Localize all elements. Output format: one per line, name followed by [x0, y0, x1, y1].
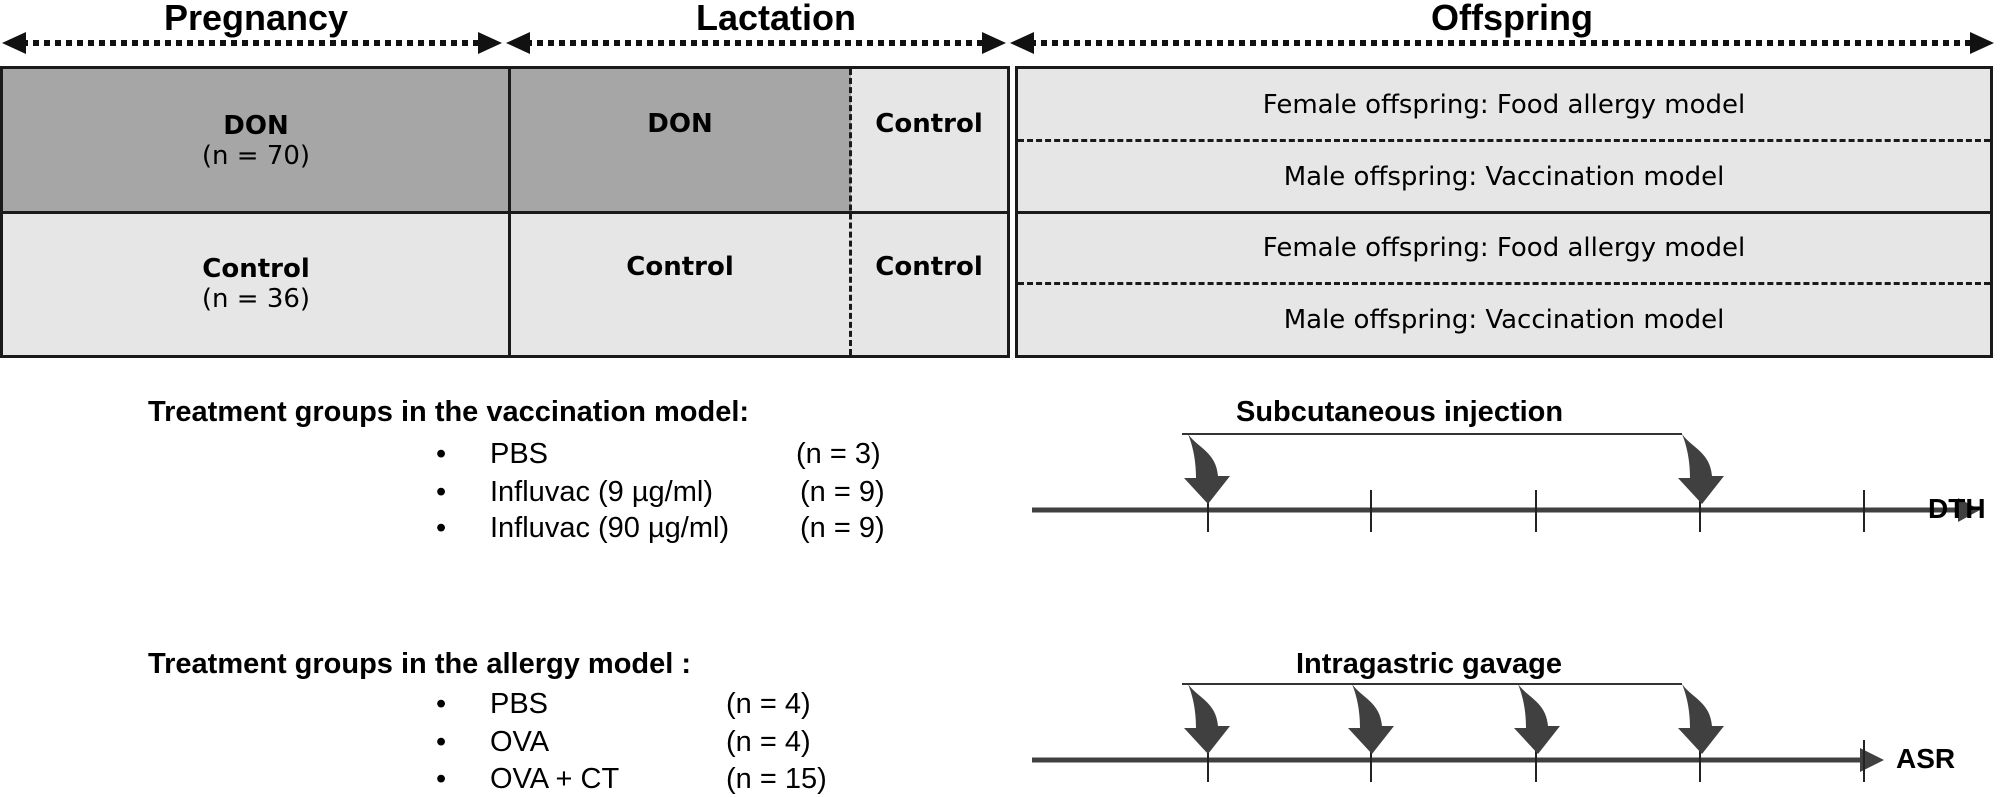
gavage-arrow	[1514, 684, 1560, 754]
allergy-timeline-label: Intragastric gavage	[1296, 648, 1562, 680]
vaccination-endpoint: DTH	[1928, 493, 1986, 524]
group-name: PBS	[490, 438, 549, 470]
allergy-group-row: • PBS (n = 4)	[436, 686, 856, 722]
pregnancy-title: Pregnancy	[163, 0, 349, 38]
gavage-arrow	[1184, 684, 1230, 754]
offspring-title: Offspring	[1431, 0, 1593, 38]
lactation-control-cell-1: Control	[851, 69, 1007, 212]
pregnancy-don-n: (n = 70)	[201, 140, 311, 171]
arrowhead-right-lactation	[982, 32, 1006, 54]
allergy-group-row: • OVA + CT (n = 15)	[436, 761, 856, 797]
lactation-don-cell: DON	[509, 69, 851, 212]
allergy-axis-arrowhead	[1860, 748, 1884, 772]
offspring-female-2: Female offspring: Food allergy model	[1262, 233, 1746, 263]
group-count: (n = 9)	[800, 512, 885, 544]
bullet: •	[436, 688, 447, 720]
group-name: PBS	[490, 688, 549, 720]
pregnancy-control-cell: Control (n = 36)	[3, 212, 509, 355]
exposure-table: DON (n = 70) DON Control Control (n = 36…	[0, 66, 1010, 358]
bullet: •	[436, 438, 447, 470]
group-count: (n = 9)	[800, 476, 885, 508]
pregnancy-control-n: (n = 36)	[201, 283, 311, 314]
bullet: •	[436, 726, 447, 758]
vaccination-group-row: • PBS (n = 3)	[436, 436, 906, 472]
offspring-male-2: Male offspring: Vaccination model	[1283, 304, 1725, 335]
allergy-model-title: Treatment groups in the allergy model :	[148, 648, 692, 680]
offspring-table: Female offspring: Food allergy model Mal…	[1015, 66, 1993, 358]
group-count: (n = 15)	[726, 763, 827, 795]
allergy-timeline	[1032, 683, 1884, 782]
injection-arrow	[1184, 434, 1230, 504]
pregnancy-don-cell: DON (n = 70)	[3, 69, 509, 212]
vaccination-timeline-label: Subcutaneous injection	[1236, 396, 1564, 428]
vaccination-group-row: • Influvac (90 µg/ml) (n = 9)	[436, 510, 906, 546]
table-row-divider	[3, 211, 1007, 214]
lactation-title: Lactation	[695, 0, 857, 38]
arrowhead-left-offspring	[1010, 32, 1034, 54]
pregnancy-control-label: Control	[202, 253, 310, 284]
lactation-control-cell-2: Control	[509, 212, 851, 355]
vaccination-group-row: • Influvac (9 µg/ml) (n = 9)	[436, 474, 906, 510]
vaccination-model-title: Treatment groups in the vaccination mode…	[148, 396, 750, 428]
arrowhead-left-pregnancy	[2, 32, 26, 54]
gavage-arrow	[1348, 684, 1394, 754]
group-name: OVA	[490, 726, 550, 758]
pregnancy-don-label: DON	[223, 110, 289, 141]
allergy-endpoint: ASR	[1896, 743, 1956, 774]
gavage-arrow	[1678, 684, 1724, 754]
offspring-dashed-divider-2	[1018, 282, 1990, 285]
bullet: •	[436, 763, 447, 795]
vaccination-timeline	[1032, 433, 1980, 532]
phase-arrows	[2, 32, 1994, 54]
table-column-divider	[508, 69, 511, 355]
vaccination-axis-arrowhead	[1958, 498, 1980, 522]
bullet: •	[436, 512, 447, 544]
lactation-control-cell-3: Control	[851, 212, 1007, 355]
arrowhead-left-lactation	[506, 32, 530, 54]
allergy-group-row: • OVA (n = 4)	[436, 724, 856, 760]
injection-arrow	[1678, 434, 1724, 504]
bullet: •	[436, 476, 447, 508]
group-count: (n = 4)	[726, 726, 811, 758]
offspring-male-1: Male offspring: Vaccination model	[1283, 161, 1725, 192]
offspring-dashed-divider-1	[1018, 139, 1990, 142]
lactation-dashed-divider	[849, 69, 852, 355]
arrowhead-right-pregnancy	[478, 32, 502, 54]
group-name: Influvac (9 µg/ml)	[490, 476, 713, 508]
offspring-female-1: Female offspring: Food allergy model	[1262, 90, 1746, 120]
group-count: (n = 4)	[726, 688, 811, 720]
group-name: OVA + CT	[490, 763, 620, 795]
offspring-row-divider	[1018, 211, 1990, 214]
group-count: (n = 3)	[796, 438, 881, 470]
group-name: Influvac (90 µg/ml)	[490, 512, 730, 544]
arrowhead-right-offspring	[1970, 32, 1994, 54]
